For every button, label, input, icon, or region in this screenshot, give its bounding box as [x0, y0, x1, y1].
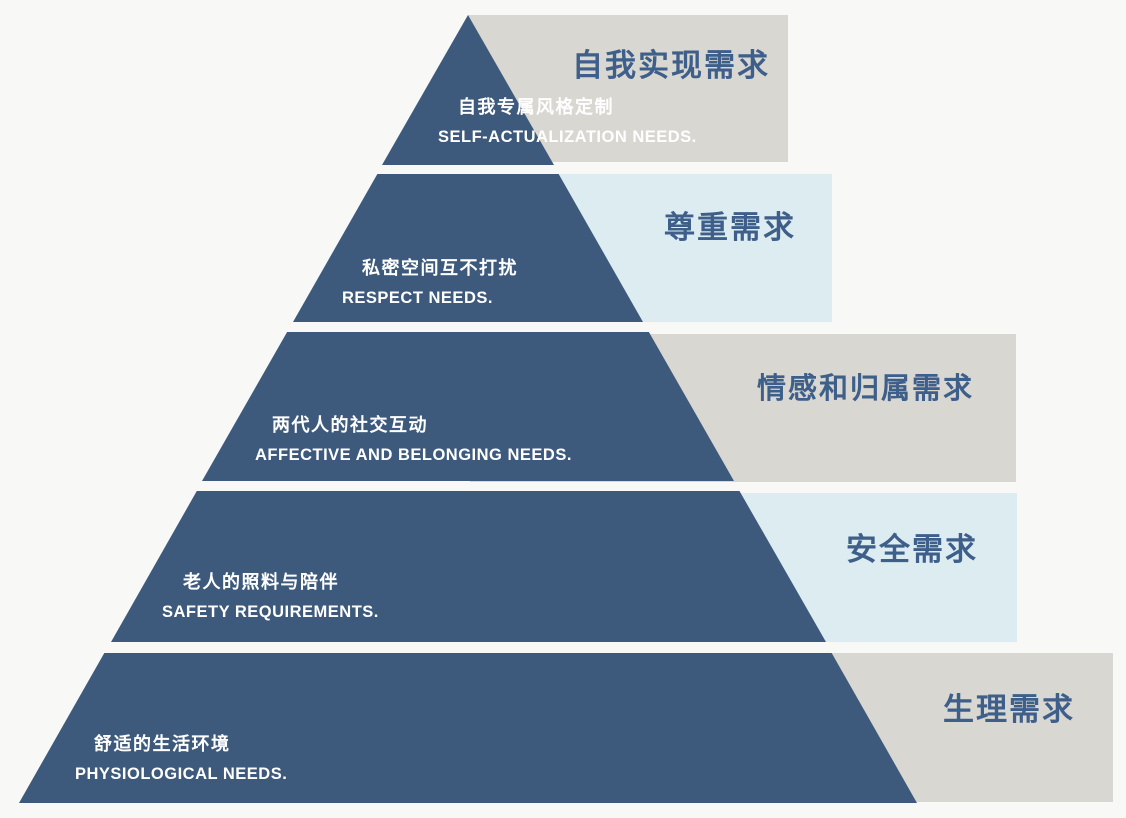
level-3-label-en: AFFECTIVE AND BELONGING NEEDS.	[255, 446, 572, 464]
level-3-labels: 两代人的社交互动 AFFECTIVE AND BELONGING NEEDS.	[255, 411, 572, 465]
level-3-title: 情感和归属需求	[757, 373, 975, 405]
level-3-label-cn: 两代人的社交互动	[272, 415, 428, 435]
level-5-title: 生理需求	[943, 692, 1075, 727]
level-4-title: 安全需求	[846, 532, 978, 567]
level-2-labels: 私密空间互不打扰 RESPECT NEEDS.	[342, 254, 518, 308]
level-5-label-cn: 舒适的生活环境	[94, 734, 231, 754]
level-1-title: 自我实现需求	[572, 48, 770, 83]
level-1-label-en: SELF-ACTUALIZATION NEEDS.	[438, 128, 697, 146]
level-5-labels: 舒适的生活环境 PHYSIOLOGICAL NEEDS.	[75, 730, 287, 784]
level-5-label-en: PHYSIOLOGICAL NEEDS.	[75, 765, 288, 783]
pyramid-level-4-shape	[111, 491, 826, 642]
level-1-labels: 自我专属风格定制 SELF-ACTUALIZATION NEEDS.	[438, 93, 697, 147]
level-4-label-en: SAFETY REQUIREMENTS.	[162, 603, 379, 621]
level-2-label-cn: 私密空间互不打扰	[362, 258, 518, 278]
level-1-label-cn: 自我专属风格定制	[458, 97, 614, 117]
pyramid-level-3-shape	[202, 332, 734, 481]
level-2-label-en: RESPECT NEEDS.	[342, 289, 493, 307]
level-4-label-cn: 老人的照料与陪伴	[183, 572, 339, 592]
level-4-labels: 老人的照料与陪伴 SAFETY REQUIREMENTS.	[162, 568, 379, 622]
level-2-title: 尊重需求	[664, 210, 796, 245]
pyramid-level-5-shape	[19, 653, 917, 803]
